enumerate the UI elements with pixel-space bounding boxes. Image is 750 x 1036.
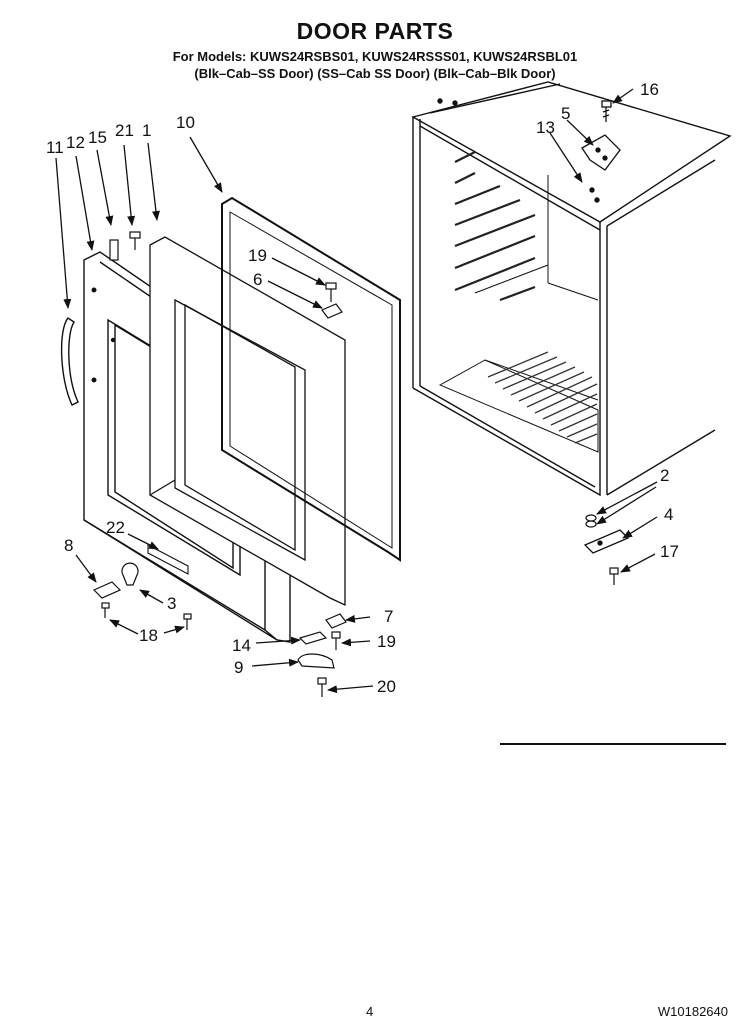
callout-14: 14 (232, 636, 251, 655)
callout-2: 2 (660, 466, 669, 485)
callout-13: 13 (536, 118, 555, 137)
callout-16: 16 (640, 80, 659, 99)
models-line: For Models: KUWS24RSBS01, KUWS24RSSS01, … (172, 49, 578, 64)
bottom-hinge (583, 529, 630, 554)
door-handle (60, 317, 79, 406)
callout-20: 20 (377, 677, 396, 696)
callout-4: 4 (664, 505, 673, 524)
callout-6: 6 (253, 270, 262, 289)
page-title: DOOR PARTS (296, 18, 454, 44)
callout-17: 17 (660, 542, 679, 561)
handle-plugs (109, 231, 141, 261)
bottom-hinge-bushing (585, 514, 597, 528)
callout-18: 18 (139, 626, 158, 645)
callout-8: 8 (64, 536, 73, 555)
page-number: 4 (366, 1004, 374, 1019)
callout-9: 9 (234, 658, 243, 677)
callout-19-upper: 19 (248, 246, 267, 265)
variants-line: (Blk–Cab–SS Door) (SS–Cab SS Door) (Blk–… (194, 66, 556, 81)
callout-1: 1 (142, 121, 151, 140)
callout-11: 11 (46, 138, 64, 157)
door-glass-pack (149, 236, 346, 607)
callout-3: 3 (167, 594, 176, 613)
leader-lines (55, 88, 658, 694)
lower-door-parts (92, 282, 347, 697)
callout-21: 21 (115, 121, 134, 140)
hinge-screw (601, 100, 612, 122)
callout-7: 7 (384, 607, 393, 626)
document-id: W10182640 (657, 1004, 728, 1019)
callout-15: 15 (88, 128, 107, 147)
callout-5: 5 (561, 104, 570, 123)
cabinet (411, 81, 732, 497)
callout-12: 12 (66, 133, 85, 152)
callout-labels: 11 12 15 21 1 10 19 6 16 5 13 2 4 17 22 … (46, 80, 679, 696)
badge-plate (147, 544, 189, 575)
door-gasket (221, 196, 401, 562)
callout-19-lower: 19 (377, 632, 396, 651)
callout-22: 22 (106, 518, 125, 537)
callout-10: 10 (176, 113, 195, 132)
bottom-hinge-screw (609, 567, 619, 585)
